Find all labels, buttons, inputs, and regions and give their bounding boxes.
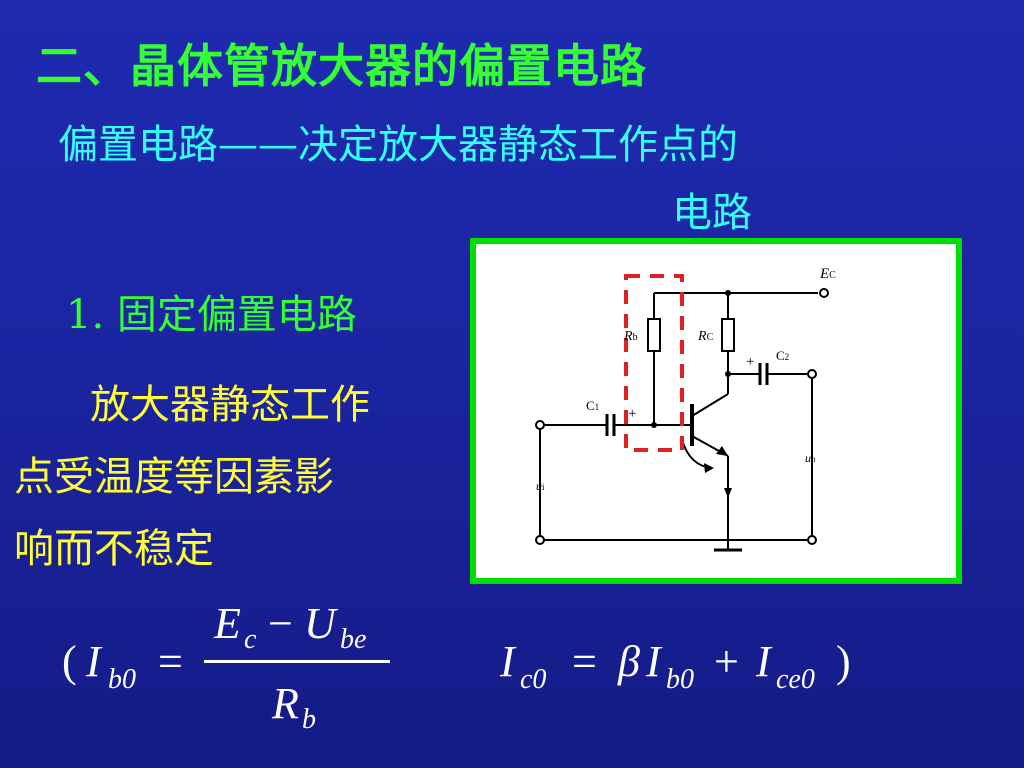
description-line1: 放大器静态工作 <box>90 382 370 428</box>
label-ui: ui <box>536 479 545 493</box>
label-c2: C2 <box>776 348 789 363</box>
rb-highlight-box <box>624 274 684 452</box>
formula1-lhs-sub: b0 <box>108 664 136 695</box>
arc-arrow <box>704 463 714 473</box>
formula2-close-paren: ) <box>836 637 851 686</box>
formula2-beta: β <box>618 637 640 686</box>
section-heading: 1. 固定偏置电路 <box>66 292 357 338</box>
formula1-minus: − <box>268 599 293 648</box>
formula1-denominator-sub: b <box>302 704 316 735</box>
input-terminal-bottom <box>535 535 545 545</box>
formula1-numerator-e-sub: c <box>244 624 257 655</box>
input-terminal-top <box>535 420 545 430</box>
formula2-term1: I <box>646 637 661 686</box>
label-plus-c1: + <box>628 406 636 422</box>
label-plus-c2: + <box>746 354 754 370</box>
formula2-lhs: I <box>500 637 515 686</box>
formula1-fraction-bar <box>204 660 390 663</box>
formula1-equals: = <box>158 637 183 686</box>
output-terminal-bottom <box>807 535 817 545</box>
label-c1: C1 <box>586 398 599 413</box>
formula1-numerator-u: U <box>304 599 336 648</box>
subtitle-line2: 电路 <box>672 190 752 236</box>
label-ec: EC <box>819 266 836 282</box>
output-terminal-top <box>807 369 817 379</box>
formula2-plus: + <box>714 637 739 686</box>
resistor-rc <box>721 318 735 352</box>
formula1-lhs: I <box>86 637 101 686</box>
emitter-arrow <box>716 446 728 456</box>
resistor-rb <box>647 318 661 352</box>
label-uo: uo <box>805 451 816 465</box>
description-line3: 响而不稳定 <box>14 526 214 572</box>
ec-terminal <box>819 288 829 298</box>
formula2-equals: = <box>572 637 597 686</box>
formula2-lhs-sub: c0 <box>520 664 547 695</box>
circuit-diagram-frame: EC Rb RC C1 + + C2 ui uo <box>470 238 962 584</box>
emitter-current-arrow <box>724 488 732 498</box>
formula2-term1-sub: b0 <box>666 664 694 695</box>
formula1-open-paren: ( <box>62 637 77 686</box>
slide-title: 二、晶体管放大器的偏置电路 <box>36 39 647 93</box>
circuit-diagram: EC Rb RC C1 + + C2 ui uo <box>535 266 836 552</box>
formula1-numerator-e: E <box>214 599 241 648</box>
description-line2: 点受温度等因素影 <box>14 454 334 500</box>
formula2-term2-sub: ce0 <box>776 664 815 695</box>
formula1-denominator: R <box>272 679 299 728</box>
subtitle-line1: 偏置电路——决定放大器静态工作点的 <box>58 122 738 168</box>
label-rb: Rb <box>623 329 638 344</box>
label-rc: RC <box>697 329 714 344</box>
formula1-numerator-u-sub: be <box>340 624 367 655</box>
formula2-term2: I <box>756 637 771 686</box>
